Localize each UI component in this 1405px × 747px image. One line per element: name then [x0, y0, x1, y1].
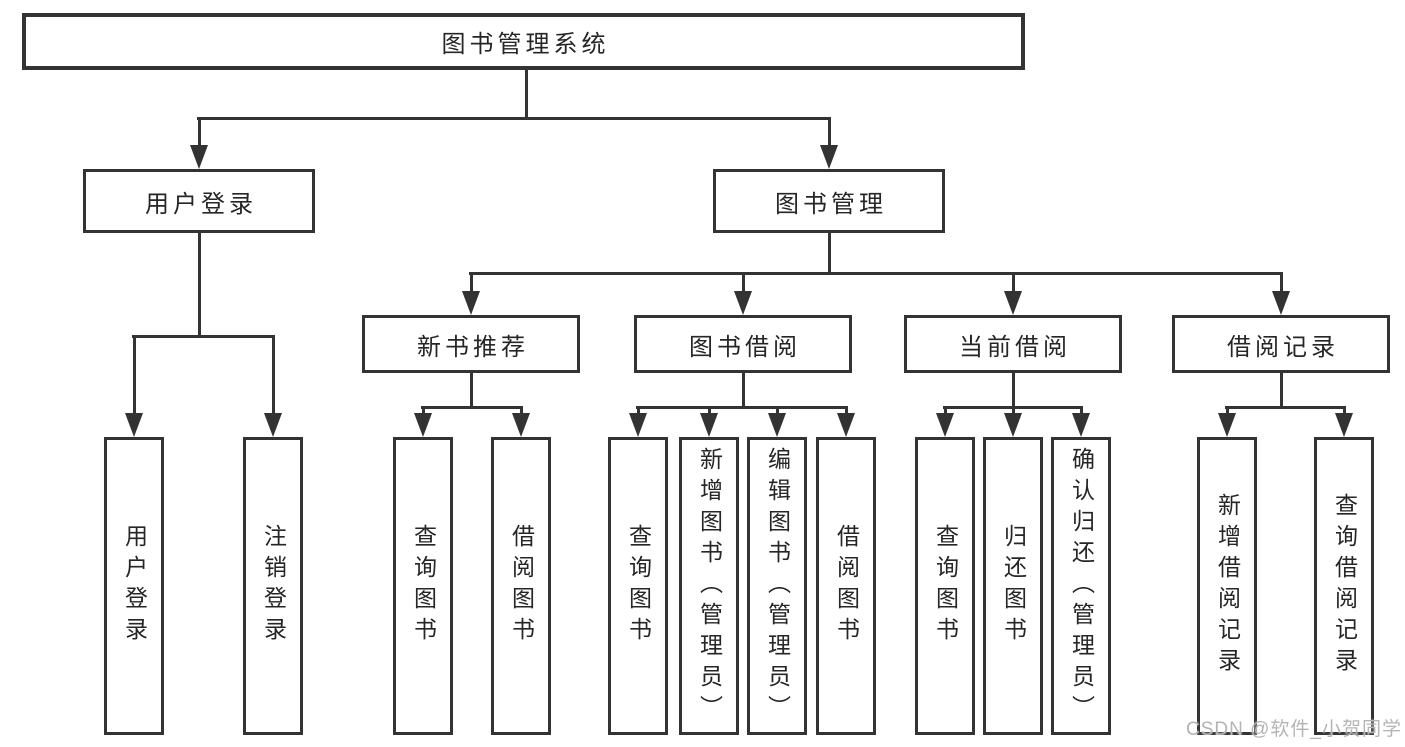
leaf-add-books-admin: 新增图书（管理员）	[679, 437, 739, 735]
arrow-down-icon	[820, 145, 838, 169]
node-label: 归还图书	[1000, 524, 1027, 648]
leaf-add-borrow-record: 新增借阅记录	[1197, 437, 1257, 735]
leaf-edit-books-admin: 编辑图书（管理员）	[747, 437, 807, 735]
node-user-login: 用户登录	[83, 169, 315, 233]
connector-line	[132, 334, 275, 338]
connector-line	[197, 118, 201, 153]
connector-line	[827, 118, 831, 153]
arrow-down-icon	[125, 413, 143, 437]
arrow-down-icon	[414, 413, 432, 437]
arrow-down-icon	[629, 413, 647, 437]
leaf-user-login: 用户登录	[104, 437, 164, 735]
leaf-borrow-books: 借阅图书	[816, 437, 876, 735]
arrow-down-icon	[1272, 291, 1290, 315]
connector-line	[469, 271, 1283, 275]
node-book-management: 图书管理	[713, 169, 945, 233]
node-label: 新增图书（管理员）	[696, 446, 723, 726]
connector-line	[1011, 373, 1015, 407]
leaf-query-books-recommend: 查询图书	[393, 437, 453, 735]
node-new-book-recommendation: 新书推荐	[362, 315, 580, 373]
arrow-down-icon	[768, 413, 786, 437]
node-label: 查询借阅记录	[1331, 493, 1358, 679]
connector-line	[132, 336, 136, 421]
arrow-down-icon	[1335, 413, 1353, 437]
connector-line	[1225, 405, 1346, 409]
connector-line	[524, 68, 528, 118]
connector-line	[741, 273, 745, 299]
connector-line	[271, 336, 275, 421]
leaf-query-borrow-record: 查询借阅记录	[1314, 437, 1374, 735]
node-label: 编辑图书（管理员）	[764, 446, 791, 726]
connector-line	[469, 373, 473, 407]
node-label: 查询图书	[410, 524, 437, 648]
connector-line	[1011, 273, 1015, 299]
node-label: 图书管理	[775, 190, 887, 218]
csdn-watermark: CSDN @软件_小贺同学	[1186, 719, 1402, 740]
connector-line	[469, 273, 473, 299]
node-library-management-system: 图书管理系统	[22, 13, 1025, 70]
arrow-down-icon	[462, 291, 480, 315]
node-label: 新增借阅记录	[1214, 493, 1241, 679]
arrow-down-icon	[700, 413, 718, 437]
arrow-down-icon	[190, 145, 208, 169]
leaf-confirm-return-admin: 确认归还（管理员）	[1051, 437, 1111, 735]
leaf-query-books-borrowing: 查询图书	[608, 437, 668, 735]
arrow-down-icon	[1218, 413, 1236, 437]
connector-line	[421, 405, 523, 409]
node-label: 借阅图书	[508, 524, 535, 648]
node-label: 借阅图书	[833, 524, 860, 648]
arrow-down-icon	[1004, 291, 1022, 315]
connector-line	[1279, 373, 1283, 407]
arrow-down-icon	[936, 413, 954, 437]
arrow-down-icon	[1004, 413, 1022, 437]
connector-line	[1279, 273, 1283, 299]
arrow-down-icon	[1072, 413, 1090, 437]
node-current-borrowing: 当前借阅	[904, 315, 1122, 373]
arrow-down-icon	[734, 291, 752, 315]
arrow-down-icon	[264, 413, 282, 437]
leaf-query-books-current: 查询图书	[915, 437, 975, 735]
node-borrowing-records: 借阅记录	[1172, 315, 1390, 373]
leaf-logout-login: 注销登录	[243, 437, 303, 735]
node-label: 查询图书	[625, 524, 652, 648]
arrow-down-icon	[837, 413, 855, 437]
node-label: 查询图书	[932, 524, 959, 648]
leaf-borrow-books-recommend: 借阅图书	[491, 437, 551, 735]
node-book-borrowing: 图书借阅	[634, 315, 852, 373]
node-label: 借阅记录	[1227, 333, 1339, 361]
connector-line	[197, 233, 201, 336]
connector-line	[197, 116, 831, 120]
node-label: 图书管理系统	[441, 31, 610, 58]
node-label: 用户登录	[121, 524, 148, 648]
connector-line	[636, 405, 848, 409]
connector-line	[741, 373, 745, 407]
connector-line	[827, 233, 831, 273]
leaf-return-books: 归还图书	[983, 437, 1043, 735]
node-label: 新书推荐	[417, 333, 529, 361]
node-label: 确认归还（管理员）	[1068, 446, 1095, 726]
node-label: 当前借阅	[959, 333, 1071, 361]
node-label: 注销登录	[260, 524, 287, 648]
node-label: 图书借阅	[689, 333, 801, 361]
arrow-down-icon	[512, 413, 530, 437]
node-label: 用户登录	[145, 190, 257, 218]
